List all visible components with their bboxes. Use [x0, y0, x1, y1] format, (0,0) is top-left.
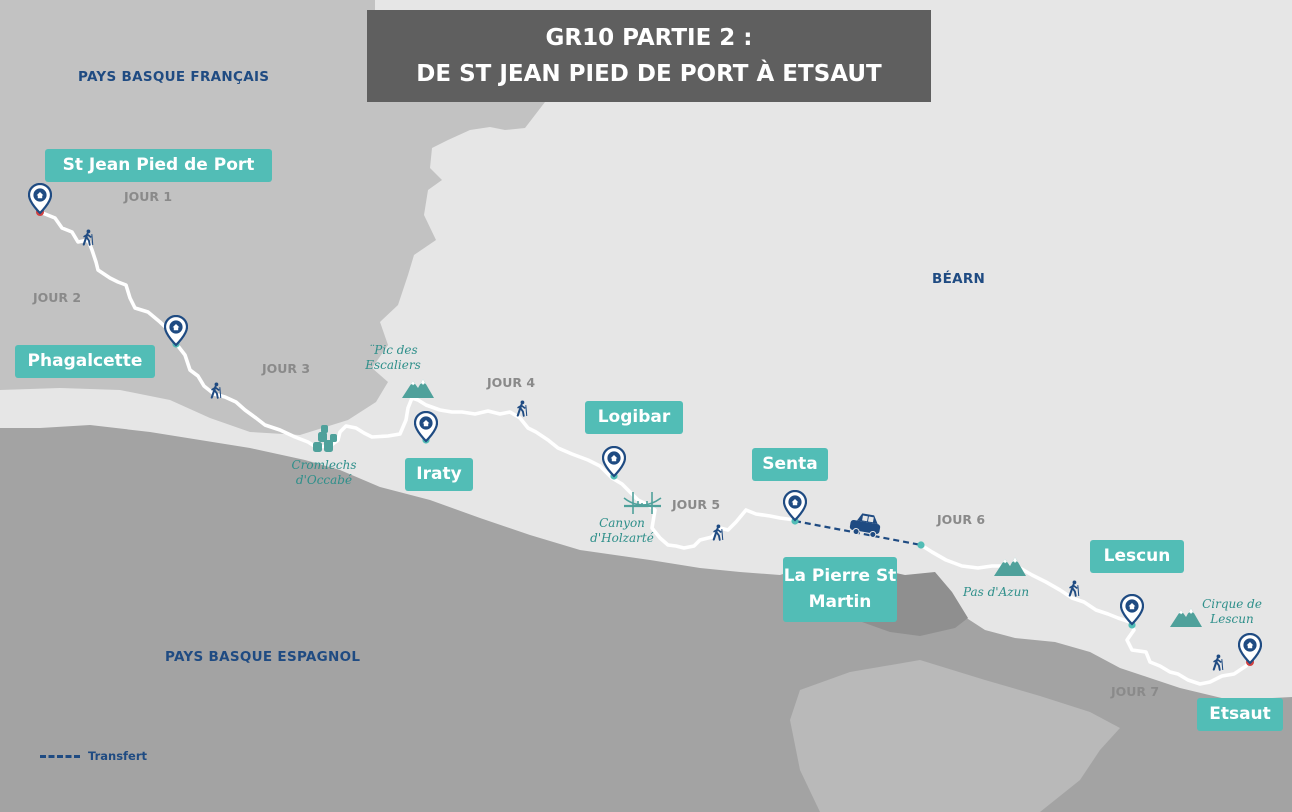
poi-canyon-line1: Canyon — [599, 516, 645, 530]
poi-cromlechs-line2: d'Occabé — [295, 473, 353, 487]
stage-label-jour1: JOUR 1 — [124, 189, 173, 204]
town-label-etsaut: Etsaut — [1197, 698, 1283, 731]
basque-region-shading — [0, 0, 545, 435]
stage-label-jour2: JOUR 2 — [33, 290, 82, 305]
town-label-senta: Senta — [752, 448, 828, 481]
poi-cirque-line1: Cirque de — [1202, 597, 1262, 611]
stage-label-jour7: JOUR 7 — [1111, 684, 1160, 699]
town-label-lescun: Lescun — [1090, 540, 1184, 573]
stage-label-jour5: JOUR 5 — [672, 497, 721, 512]
spain-shade-2 — [790, 660, 1120, 812]
town-label-logibar: Logibar — [585, 401, 683, 434]
town-label-st-jean-pied-de-port: St Jean Pied de Port — [45, 149, 272, 182]
town-label-la-pierre-line1: La Pierre St — [783, 566, 897, 586]
poi-cromlechs-d-occabe: Cromlechs d'Occabé — [284, 458, 364, 488]
map-legend: Transfert — [40, 749, 147, 763]
poi-pas-d-azun: Pas d'Azun — [962, 585, 1030, 599]
town-label-phagalcette: Phagalcette — [15, 345, 155, 378]
town-label-la-pierre-st-martin: La Pierre St Martin — [783, 557, 897, 622]
region-pays-basque-francais: PAYS BASQUE FRANÇAIS — [78, 69, 270, 85]
stage-label-jour3: JOUR 3 — [262, 361, 311, 376]
region-bearn: BÉARN — [932, 271, 986, 287]
map-title-line1: GR10 PARTIE 2 : — [545, 25, 753, 51]
car-icon — [849, 513, 881, 538]
poi-pic-line1: ¨Pic des — [368, 343, 418, 357]
stage-label-jour6: JOUR 6 — [937, 512, 986, 527]
poi-pic-des-escaliers: ¨Pic des Escaliers — [362, 343, 424, 373]
poi-cromlechs-line1: Cromlechs — [291, 458, 357, 472]
legend-dashed-line-icon — [40, 755, 80, 758]
poi-canyon-d-holzarte: Canyon d'Holzarté — [577, 516, 667, 546]
gr10-route-east — [919, 543, 1252, 686]
town-label-la-pierre-line2: Martin — [808, 592, 872, 612]
map-title-line2: DE ST JEAN PIED DE PORT À ETSAUT — [416, 61, 882, 87]
standing-stones-icon — [313, 425, 337, 452]
map-title: GR10 PARTIE 2 : DE ST JEAN PIED DE PORT … — [367, 10, 931, 102]
poi-pic-line2: Escaliers — [365, 358, 421, 372]
poi-canyon-line2: d'Holzarté — [590, 531, 654, 545]
legend-transfert-label: Transfert — [88, 749, 148, 763]
poi-cirque-line2: Lescun — [1210, 612, 1254, 626]
poi-cirque-de-lescun: Cirque de Lescun — [1196, 597, 1268, 627]
gr10-route — [38, 210, 797, 550]
region-pays-basque-espagnol: PAYS BASQUE ESPAGNOL — [165, 649, 361, 665]
suspension-bridge-icon — [623, 492, 662, 514]
town-label-iraty: Iraty — [405, 458, 473, 491]
stage-label-jour4: JOUR 4 — [487, 375, 536, 390]
route-dot — [917, 541, 925, 549]
